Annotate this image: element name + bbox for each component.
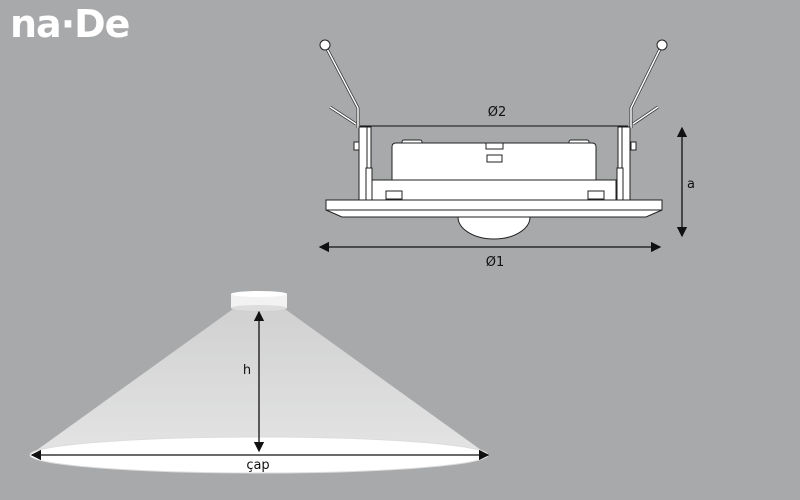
sensor-side-view [319, 39, 668, 240]
label-cap: çap [246, 458, 269, 473]
ceiling-sensor-icon [231, 291, 287, 311]
label-a: a [687, 177, 695, 192]
spring-clip-left [319, 39, 360, 151]
dimension-d1: Ø1 [318, 241, 662, 270]
spring-clip-right [629, 39, 668, 151]
label-d2: Ø2 [488, 105, 507, 120]
dimension-a: a [676, 126, 695, 238]
dimension-d2: Ø2 [360, 105, 628, 127]
detection-cone: h çap [29, 291, 490, 474]
brand-logo: na·De [10, 2, 130, 46]
label-d1: Ø1 [486, 255, 505, 270]
label-h: h [243, 363, 251, 378]
